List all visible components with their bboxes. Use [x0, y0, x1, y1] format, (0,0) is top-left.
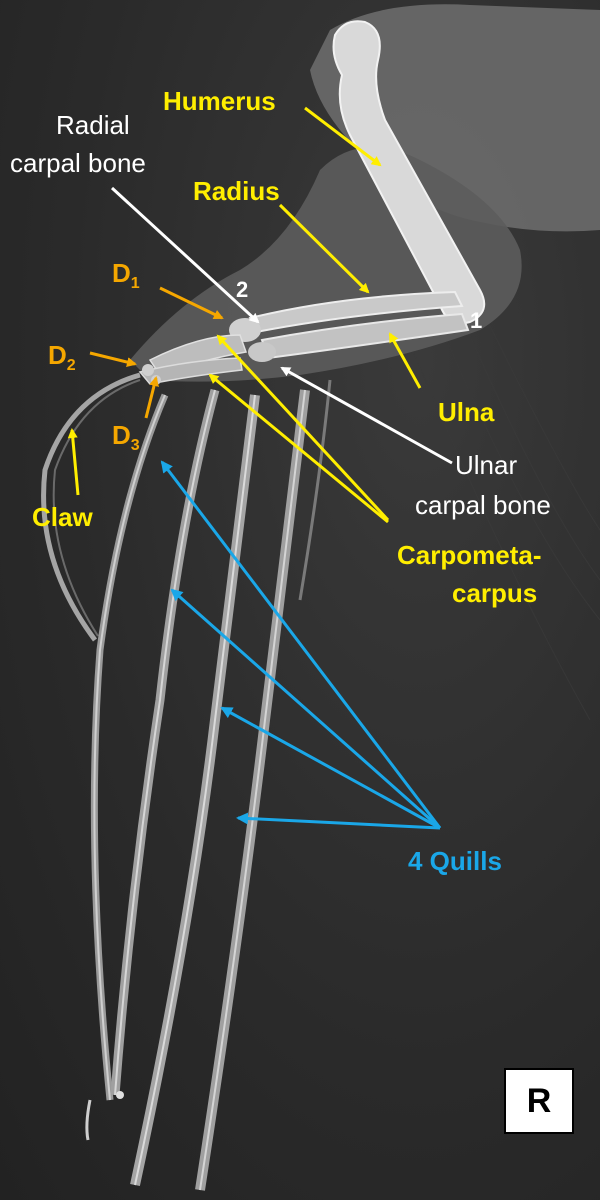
arrow-quill-1: [160, 460, 442, 829]
arrow-quill-2: [170, 588, 441, 830]
label-carpometacarpus-line2: carpus: [452, 578, 538, 608]
arrow-ulna: [388, 332, 422, 389]
label-d1-text: D: [112, 258, 131, 288]
arrow-carpometacarpus-2: [208, 373, 389, 524]
label-d3: D3: [112, 420, 140, 461]
label-radial-carpal-line1: Radial: [56, 110, 130, 140]
label-radial-carpal-line2: carpal bone: [10, 148, 146, 178]
label-ulna: Ulna: [438, 397, 495, 427]
annotation-arrows: [67, 106, 453, 830]
quills: [85, 379, 332, 1191]
label-claw: Claw: [32, 502, 93, 532]
arrow-radial-carpal: [110, 186, 260, 324]
label-d1-sub: 1: [130, 275, 140, 292]
arrow-carpometacarpus-1: [216, 334, 390, 522]
label-number-1: 1: [470, 308, 483, 333]
label-radius: Radius: [193, 176, 280, 206]
label-d1: D1: [112, 258, 140, 299]
label-number-2: 2: [236, 277, 249, 302]
orientation-letter: R: [526, 1081, 552, 1120]
label-quills: 4 Quills: [408, 846, 502, 876]
label-carpometacarpus-line1: Carpometa-: [397, 540, 542, 570]
label-d2: D2: [48, 340, 76, 381]
arrow-humerus: [304, 106, 382, 167]
label-humerus: Humerus: [163, 86, 276, 116]
orientation-marker: R: [504, 1068, 574, 1134]
label-d3-sub: 3: [130, 437, 140, 454]
claw: [41, 372, 141, 642]
quill-3: [130, 394, 260, 1187]
label-d2-sub: 2: [66, 357, 76, 374]
label-ulnar-carpal-line2: carpal bone: [415, 490, 551, 520]
arrow-claw: [67, 428, 80, 496]
arrow-d3: [144, 376, 159, 419]
label-d3-text: D: [112, 420, 131, 450]
arrow-quill-3: [220, 706, 441, 830]
arrow-d2: [89, 351, 137, 367]
arrow-radius: [278, 203, 370, 294]
forearm-bones: [248, 290, 470, 360]
quill-4: [195, 389, 310, 1191]
arrow-quill-4: [236, 812, 441, 830]
humerus-bone: [332, 20, 486, 325]
background-striations: [399, 284, 600, 721]
arrow-d1: [159, 286, 224, 320]
label-d2-text: D: [48, 340, 67, 370]
arrow-ulnar-carpal: [280, 366, 453, 465]
body-soft-tissue: [310, 4, 600, 232]
label-ulnar-carpal-line1: Ulnar: [455, 450, 518, 480]
